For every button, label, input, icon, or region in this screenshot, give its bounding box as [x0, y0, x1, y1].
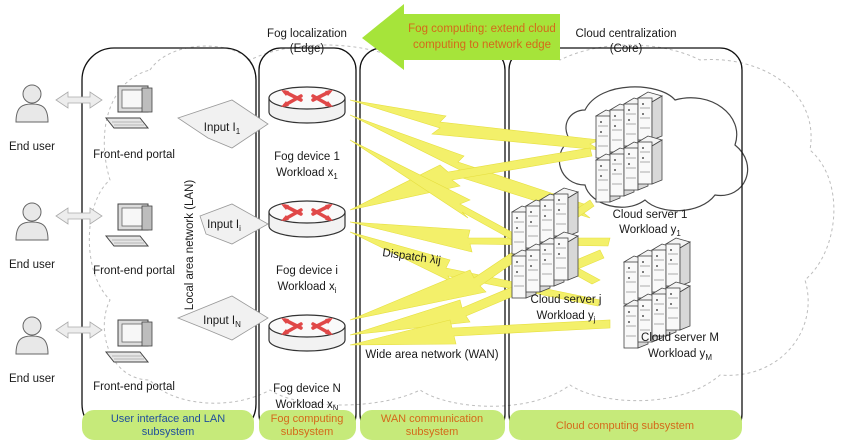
fog-device-i-name: Fog device i — [276, 265, 338, 277]
cloud-server-1-name: Cloud server 1 — [613, 209, 688, 221]
front-end-portal-label: Front-end portal — [93, 149, 175, 161]
input-1-label: Input I1 — [204, 122, 241, 136]
front-end-portal-label: Front-end portal — [93, 265, 175, 277]
banner-line2: computing to network edge — [413, 39, 551, 51]
subsystem-wan-line1: WAN communication — [381, 413, 483, 425]
front-end-computer-icon — [105, 85, 153, 129]
cloud-server-1-workload: Workload y1 — [619, 224, 681, 238]
banner-arrow — [362, 4, 560, 70]
fog-device-i-router-icon — [267, 199, 347, 239]
input-n-label: Input IN — [203, 315, 241, 329]
end-user-label: End user — [9, 141, 55, 153]
end-user-label: End user — [9, 373, 55, 385]
dispatch-label: Dispatch λij — [382, 247, 442, 267]
fog-device-1-router-icon — [267, 85, 347, 125]
fog-device-1-workload: Workload x1 — [276, 167, 338, 181]
subsystem-user-lan-line2: subsystem — [142, 426, 195, 438]
front-end-computer-icon — [105, 319, 153, 363]
fog-header-line2: (Edge) — [290, 43, 325, 55]
end-user-icon — [15, 316, 49, 355]
fog-header-line1: Fog localization — [267, 28, 347, 40]
banner-line1: Fog computing: extend cloud — [408, 23, 556, 35]
wan-label: Wide area network (WAN) — [365, 349, 498, 361]
user-portal-arrows — [55, 91, 103, 339]
cloud-header-line1: Cloud centralization — [575, 28, 676, 40]
end-user-icon — [15, 202, 49, 241]
front-end-computer-icon — [105, 203, 153, 247]
subsystem-bar-fog — [259, 410, 356, 440]
subsystem-cloud-line1: Cloud computing subsystem — [556, 420, 694, 432]
fog-device-n-router-icon — [267, 313, 347, 353]
fog-device-n-name: Fog device N — [273, 383, 341, 395]
cloud-server-j-name: Cloud server j — [531, 294, 602, 306]
end-user-label: End user — [9, 259, 55, 271]
subsystem-bar-wan — [360, 410, 505, 440]
fog-device-n-workload: Workload xN — [275, 399, 338, 413]
cloud-server-m-workload: Workload yM — [648, 348, 712, 362]
subsystem-bar-cloud — [509, 410, 742, 440]
cloud-server-m-name: Cloud server M — [641, 332, 719, 344]
input-i-label: Input Ii — [207, 219, 241, 233]
subsystem-fog-line2: subsystem — [281, 426, 334, 438]
front-end-portal-label: Front-end portal — [93, 381, 175, 393]
fog-device-1-name: Fog device 1 — [274, 151, 340, 163]
background-cloud — [88, 44, 835, 407]
subsystem-user-lan-line1: User interface and LAN — [111, 413, 225, 425]
subsystem-wan-line2: subsystem — [406, 426, 459, 438]
subsystem-bar-user-lan — [82, 410, 254, 440]
cloud-header-line2: (Core) — [610, 43, 643, 55]
lan-label: Local area network (LAN) — [184, 180, 196, 311]
end-user-icon — [15, 84, 49, 123]
cloud-server-j-workload: Workload yj — [536, 310, 595, 324]
fog-device-i-workload: Workload xi — [277, 281, 336, 295]
subsystem-fog-line1: Fog computing — [271, 413, 344, 425]
input-arrows — [176, 99, 269, 341]
cloud-server-j-rack — [512, 188, 578, 298]
